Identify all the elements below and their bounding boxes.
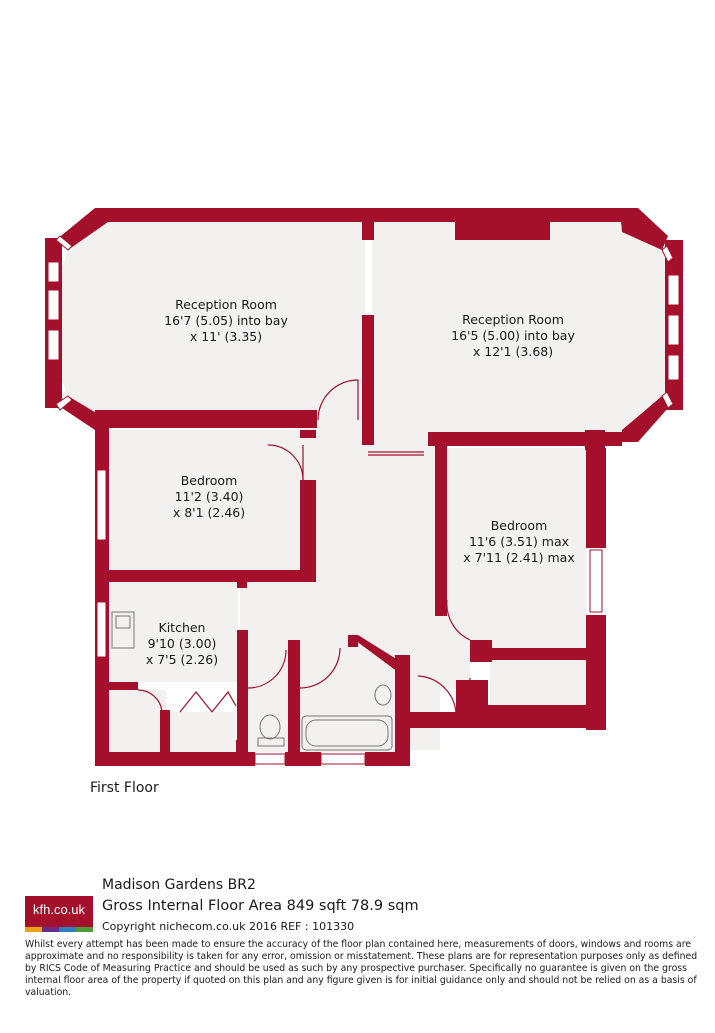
logo-stripe-segment [59,927,76,932]
logo-text: kfh.co.uk [32,902,86,917]
logo-stripe-segment [76,927,93,932]
logo-stripe [25,927,93,932]
bedroom-right-name: Bedroom [491,518,548,533]
copyright: Copyright nichecom.co.uk 2016 REF : 1013… [102,920,355,933]
logo-stripe-segment [25,927,42,932]
bedroom-right-dim1: 11'6 (3.51) max [469,534,569,549]
kfh-logo: kfh.co.uk [25,896,93,932]
fixtures [111,611,393,751]
kitchen-name: Kitchen [159,620,206,635]
door-swings [137,379,489,715]
reception-right-dim1: 16'5 (5.00) into bay [451,328,575,343]
reception-right-name: Reception Room [462,312,564,327]
reception-left-name: Reception Room [175,297,277,312]
bedroom-left-dim1: 11'2 (3.40) [175,489,244,504]
disclaimer: Whilst every attempt has been made to en… [25,939,698,998]
bedroom-left-dim2: x 8'1 (2.46) [173,505,245,520]
windows [47,235,680,765]
room-labels: Reception Room 16'7 (5.05) into bay x 11… [146,297,576,667]
bedroom-left-name: Bedroom [181,473,238,488]
reception-right-dim2: x 12'1 (3.68) [473,344,553,359]
floor-area: Gross Internal Floor Area 849 sqft 78.9 … [102,898,419,914]
floor-label: First Floor [90,780,159,796]
logo-stripe-segment [42,927,59,932]
floor-areas [62,222,668,752]
kitchen-dim2: x 7'5 (2.26) [146,652,218,667]
bedroom-right-dim2: x 7'11 (2.41) max [463,550,574,565]
reception-left-dim2: x 11' (3.35) [190,329,262,344]
property-title: Madison Gardens BR2 [102,877,256,893]
kitchen-dim1: 9'10 (3.00) [148,636,217,651]
reception-left-dim1: 16'7 (5.05) into bay [164,313,288,328]
